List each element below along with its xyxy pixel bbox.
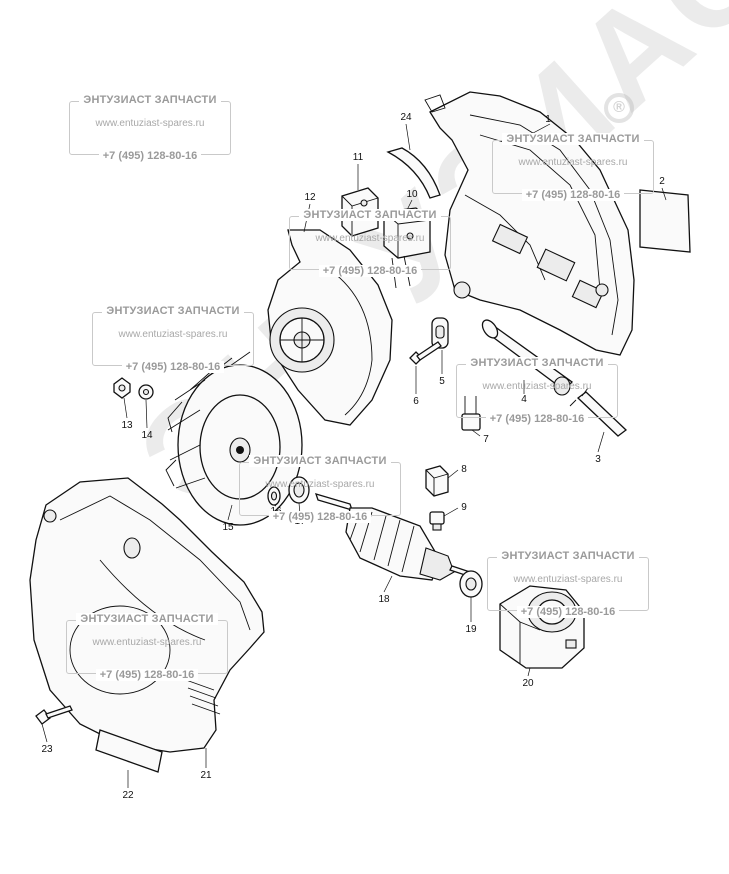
watermark-stamp: ЭНТУЗИАСТ ЗАПЧАСТИ www.entuziast-spares.… [92, 305, 254, 373]
leader-lines [41, 123, 667, 788]
watermark-website: www.entuziast-spares.ru [513, 574, 623, 585]
callout-10: 10 [406, 189, 418, 200]
callout-9: 9 [461, 502, 467, 513]
callout-8: 8 [461, 464, 467, 475]
watermark-phone: +7 (495) 128-80-16 [318, 265, 422, 277]
part-2-name-plate [639, 189, 691, 253]
part-13-hex-nut [113, 377, 131, 399]
watermark-stamp: ЭНТУЗИАСТ ЗАПЧАСТИ www.entuziast-spares.… [492, 133, 654, 201]
callout-13: 13 [121, 420, 133, 431]
watermark-company: ЭНТУЗИАСТ ЗАПЧАСТИ [497, 550, 639, 562]
part-6-tapping-screw [409, 341, 442, 365]
watermark-website: www.entuziast-spares.ru [118, 329, 228, 340]
watermark-phone: +7 (495) 128-80-16 [516, 606, 620, 618]
watermark-company: ЭНТУЗИАСТ ЗАПЧАСТИ [79, 94, 221, 106]
callout-4: 4 [521, 394, 527, 405]
callout-20: 20 [522, 678, 534, 689]
part-8-carbon-brush [425, 465, 449, 497]
part-22-name-plate [95, 729, 163, 773]
part-24-spring-strip [386, 147, 441, 199]
watermark-website: www.entuziast-spares.ru [95, 118, 205, 129]
part-14-flat-washer [138, 384, 154, 400]
watermark-phone: +7 (495) 128-80-16 [521, 189, 625, 201]
part-9-brush-holder [429, 511, 445, 531]
watermark-website: www.entuziast-spares.ru [92, 637, 202, 648]
callout-19: 19 [465, 624, 477, 635]
part-19-ball-bearing [459, 570, 483, 598]
callout-labels: 1 2 3 4 5 6 7 8 9 10 11 12 13 14 15 16 1… [41, 112, 665, 801]
watermark-company: ЭНТУЗИАСТ ЗАПЧАСТИ [249, 455, 391, 467]
callout-14: 14 [141, 430, 153, 441]
watermark-stamp: ЭНТУЗИАСТ ЗАПЧАСТИ www.entuziast-spares.… [66, 613, 228, 681]
watermark-stamp: ЭНТУЗИАСТ ЗАПЧАСТИ www.entuziast-spares.… [456, 357, 618, 425]
callout-22: 22 [122, 790, 134, 801]
part-3-cord [569, 387, 628, 437]
registered-mark: ® [604, 93, 634, 123]
callout-6: 6 [413, 396, 419, 407]
watermark-phone: +7 (495) 128-80-16 [121, 361, 225, 373]
callout-21: 21 [200, 770, 212, 781]
watermark-stamp: ЭНТУЗИАСТ ЗАПЧАСТИ www.entuziast-spares.… [69, 94, 231, 162]
watermark-phone: +7 (495) 128-80-16 [268, 511, 372, 523]
watermark-phone: +7 (495) 128-80-16 [98, 150, 202, 162]
callout-12: 12 [304, 192, 316, 203]
watermark-website: www.entuziast-spares.ru [482, 381, 592, 392]
watermark-company: ЭНТУЗИАСТ ЗАПЧАСТИ [502, 133, 644, 145]
callout-1: 1 [545, 114, 551, 125]
watermark-stamp: ЭНТУЗИАСТ ЗАПЧАСТИ www.entuziast-spares.… [289, 209, 451, 277]
part-1-housing-right [424, 91, 635, 356]
callout-23: 23 [41, 744, 53, 755]
part-17-ball-bearing [288, 476, 310, 504]
watermark-stamp: ЭНТУЗИАСТ ЗАПЧАСТИ www.entuziast-spares.… [239, 455, 401, 523]
part-5-strain-relief [431, 317, 449, 349]
callout-15: 15 [222, 522, 234, 533]
callout-7: 7 [483, 434, 489, 445]
watermark-phone: +7 (495) 128-80-16 [485, 413, 589, 425]
watermark-stamp: ЭНТУЗИАСТ ЗАПЧАСТИ www.entuziast-spares.… [487, 550, 649, 618]
watermark-company: ЭНТУЗИАСТ ЗАПЧАСТИ [76, 613, 218, 625]
watermark-company: ЭНТУЗИАСТ ЗАПЧАСТИ [466, 357, 608, 369]
callout-2: 2 [659, 176, 665, 187]
callout-3: 3 [595, 454, 601, 465]
watermark-company: ЭНТУЗИАСТ ЗАПЧАСТИ [299, 209, 441, 221]
watermark-company: ЭНТУЗИАСТ ЗАПЧАСТИ [102, 305, 244, 317]
callout-24: 24 [400, 112, 412, 123]
part-23-screw [35, 705, 73, 725]
watermark-phone: +7 (495) 128-80-16 [95, 669, 199, 681]
callout-11: 11 [353, 152, 364, 163]
callout-18: 18 [378, 594, 390, 605]
part-12-baffle-plate [267, 229, 393, 426]
callout-5: 5 [439, 376, 445, 387]
part-7-noise-suppressor [461, 396, 481, 431]
watermark-website: www.entuziast-spares.ru [315, 233, 425, 244]
watermark-website: www.entuziast-spares.ru [518, 157, 628, 168]
watermark-website: www.entuziast-spares.ru [265, 479, 375, 490]
part-15-fan [165, 351, 303, 526]
